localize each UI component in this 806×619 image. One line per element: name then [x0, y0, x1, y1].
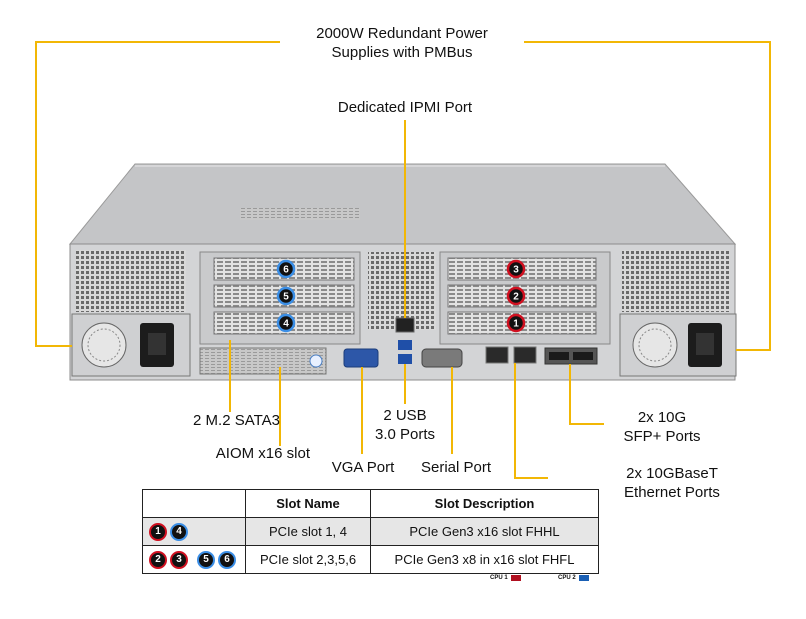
slot-badge: 3 — [170, 550, 188, 569]
slot-badge: 5 — [197, 550, 215, 569]
callout-lines — [35, 41, 771, 479]
slot-table-header: Slot Name Slot Description — [142, 489, 599, 518]
psu-label: 2000W Redundant Power Supplies with PMBu… — [300, 24, 504, 62]
slot-table-header-name: Slot Name — [245, 489, 371, 518]
usb-label: 2 USB 3.0 Ports — [360, 406, 450, 444]
legend-cpu1: CPU 1 — [490, 575, 521, 581]
psu-right-callout — [524, 41, 771, 351]
slot-table-header-description: Slot Description — [370, 489, 599, 518]
m2-label-text: 2 M.2 SATA3 — [193, 412, 280, 429]
sfp-label: 2x 10G SFP+ Ports — [604, 408, 720, 446]
slot-badge-6 — [276, 259, 296, 279]
eth-callout — [514, 363, 548, 479]
psu-left-fan — [81, 322, 127, 368]
psu-left-callout — [35, 41, 280, 347]
chassis-top — [68, 163, 737, 245]
legend-cpu2-swatch — [578, 575, 589, 581]
eth-label-line-1: 2x 10GBaseT — [626, 465, 718, 482]
vga-port — [343, 348, 379, 368]
slot-table-name: PCIe slot 2,3,5,6 — [245, 545, 371, 574]
legend-cpu1-swatch — [510, 575, 521, 581]
ipmi-port — [395, 317, 415, 333]
eth-label: 2x 10GBaseT Ethernet Ports — [604, 464, 740, 502]
badge-group: 1 4 — [143, 522, 245, 541]
slot-badge-label: 3 — [513, 265, 519, 276]
psu-right — [619, 313, 737, 377]
legend-cpu1-label: CPU 1 — [490, 575, 508, 581]
slot-table-description: PCIe Gen3 x8 in x16 slot FHFL — [370, 545, 599, 574]
slot-table: Slot Name Slot Description 1 4 PCIe slot… — [142, 489, 599, 574]
usb-port-2 — [398, 354, 412, 364]
aiom-slot — [199, 347, 327, 375]
right-mesh — [622, 250, 730, 312]
slot-badge-1 — [506, 313, 526, 333]
ipmi-label-text: Dedicated IPMI Port — [337, 99, 473, 116]
usb-label-line-1: 2 USB — [383, 407, 427, 424]
aiom-label: AIOM x16 slot — [170, 444, 310, 463]
slot-badge-2 — [506, 286, 526, 306]
slot-badge-3 — [506, 259, 526, 279]
psu-label-line-1: 2000W Redundant Power — [316, 25, 488, 42]
left-mesh — [76, 250, 186, 312]
psu-left — [71, 313, 191, 377]
slot-table-description: PCIe Gen3 x16 slot FHHL — [370, 517, 599, 546]
serial-port — [421, 348, 463, 368]
sfp-callout — [569, 364, 604, 425]
slot-table-header-badges — [142, 489, 246, 518]
vga-label: VGA Port — [318, 458, 408, 477]
vga-label-text: VGA Port — [331, 459, 395, 476]
table-row: 1 4 PCIe slot 1, 4 PCIe Gen3 x16 slot FH… — [142, 517, 599, 546]
psu-right-fan — [632, 322, 678, 368]
usb-port-1 — [398, 340, 412, 350]
ethernet-port-2 — [513, 346, 537, 364]
slot-badge-4 — [276, 313, 296, 333]
legend-cpu2: CPU 2 — [558, 575, 589, 581]
slot-table-badges: 2 3 5 6 — [142, 545, 246, 574]
usb-label-line-2: 3.0 Ports — [374, 426, 436, 443]
ethernet-port-1 — [485, 346, 509, 364]
slot-table-badges: 1 4 — [142, 517, 246, 546]
slot-badge-5 — [276, 286, 296, 306]
slot-table-name: PCIe slot 1, 4 — [245, 517, 371, 546]
slot-badge-label: 2 — [513, 292, 519, 303]
eth-label-line-2: Ethernet Ports — [624, 484, 720, 501]
aiom-label-text: AIOM x16 slot — [215, 445, 310, 462]
slot-badge: 4 — [170, 522, 188, 541]
slot-badge: 1 — [149, 522, 167, 541]
slot-badge-label: 1 — [513, 319, 519, 330]
slot-badge-label: 6 — [283, 265, 289, 276]
center-mesh — [368, 252, 436, 330]
slot-badge-label: 4 — [283, 319, 289, 330]
sfp-label-line-2: SFP+ Ports — [623, 428, 701, 445]
slot-badge-label: 5 — [283, 292, 289, 303]
ipmi-label: Dedicated IPMI Port — [300, 98, 510, 117]
legend-cpu2-label: CPU 2 — [558, 575, 576, 581]
m2-label: 2 M.2 SATA3 — [150, 411, 280, 430]
chassis-top-vent — [240, 208, 360, 220]
serial-label: Serial Port — [408, 458, 504, 477]
serial-label-text: Serial Port — [420, 459, 492, 476]
psu-label-line-2: Supplies with PMBus — [331, 44, 473, 61]
slot-badge: 6 — [218, 550, 236, 569]
table-row: 2 3 5 6 PCIe slot 2,3,5,6 PCIe Gen3 x8 i… — [142, 545, 599, 574]
badge-group: 2 3 5 6 — [143, 550, 245, 569]
sfp-label-line-1: 2x 10G — [637, 409, 687, 426]
aiom-latch — [309, 354, 323, 368]
slot-badge: 2 — [149, 550, 167, 569]
